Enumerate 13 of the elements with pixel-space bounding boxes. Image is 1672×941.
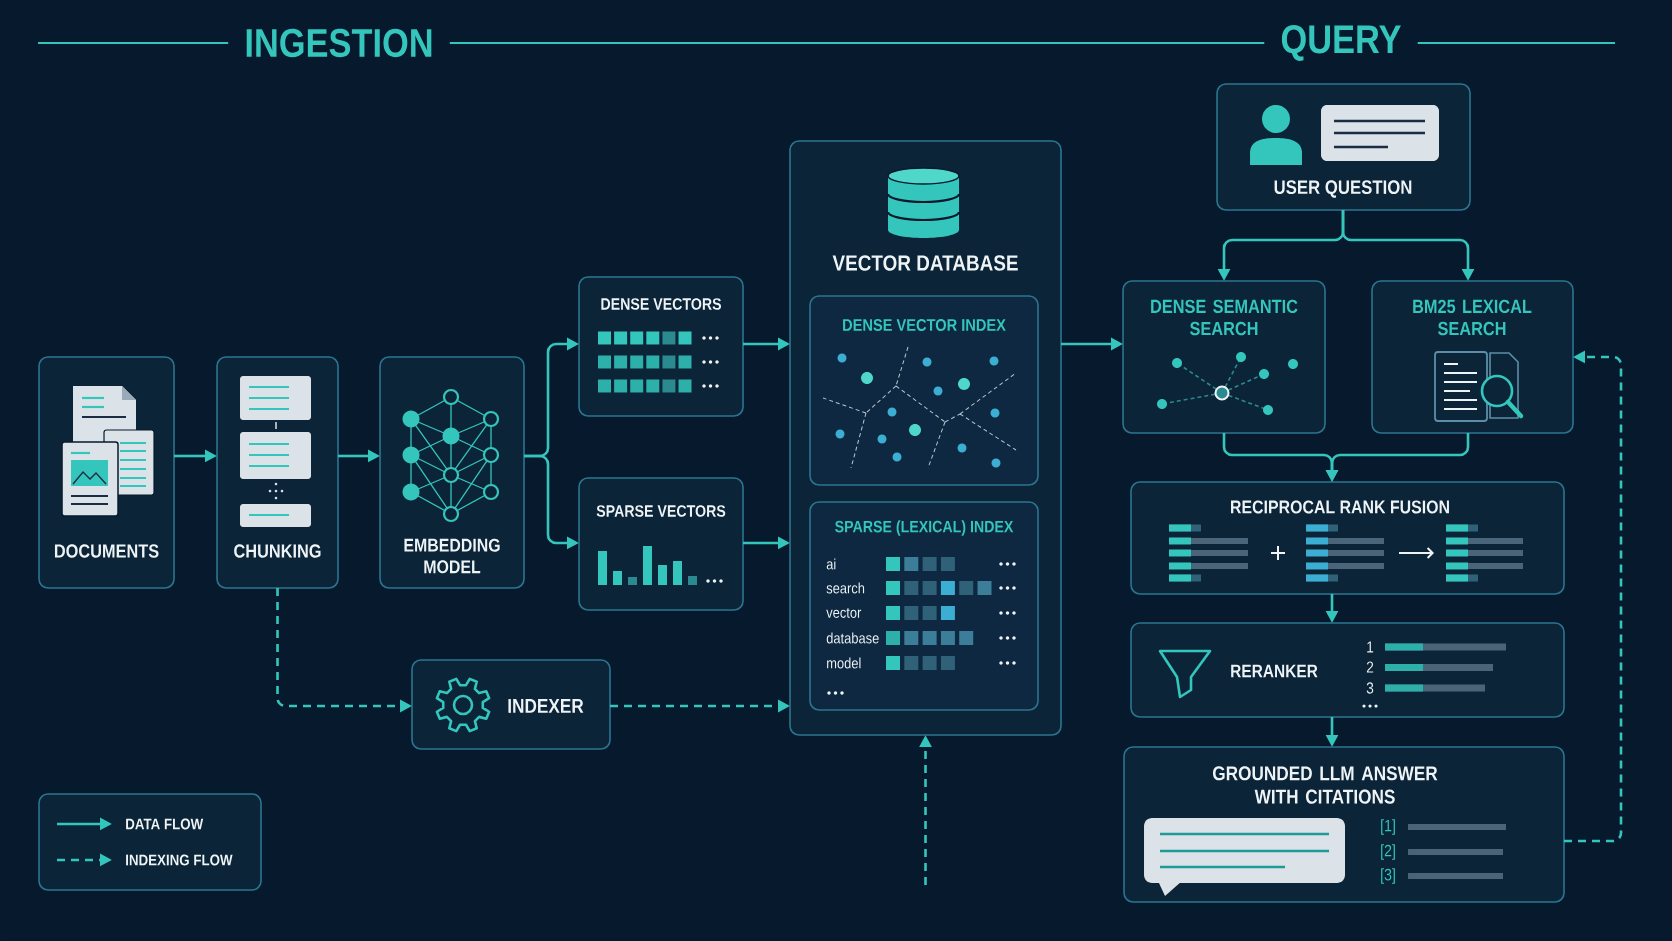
legend-label: DATA FLOW: [126, 818, 204, 830]
rank-number: 2: [1366, 661, 1374, 673]
rank-number: 3: [1366, 682, 1374, 694]
process-box: DENSE SEMANTIC SEARCH: [1122, 280, 1326, 434]
citation-marker: [3]: [1381, 868, 1395, 884]
legend-label: INDEXING FLOW: [126, 854, 233, 866]
citation-marker: [2]: [1381, 844, 1395, 860]
rank-number: 1: [1367, 641, 1374, 653]
process-box: SPARSE VECTORS: [578, 477, 744, 611]
process-box: INDEXER: [411, 659, 611, 750]
process-box: EMBEDDING MODEL: [379, 356, 525, 589]
section-heading: INGESTION: [246, 28, 432, 58]
citation-marker: [1]: [1381, 819, 1395, 835]
